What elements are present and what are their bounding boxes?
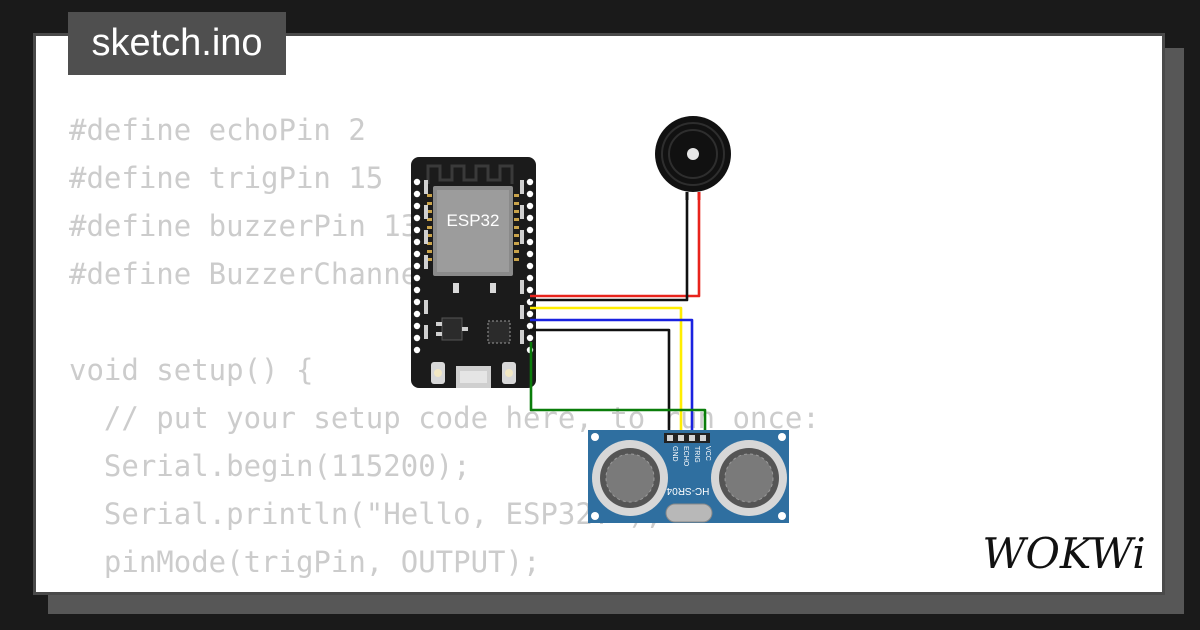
code-line: pinMode(trigPin, OUTPUT);	[69, 545, 541, 579]
file-tab-sketch[interactable]: sketch.ino	[68, 12, 286, 75]
code-line: #define trigPin 15	[69, 161, 384, 195]
pin-label-trig: TRIG	[693, 446, 700, 463]
code-line: // put your setup code here, to run once…	[69, 401, 820, 435]
pin-label-gnd: GND	[671, 446, 678, 462]
ultrasonic-sensor[interactable]: GND ECHO TRIG VCC HC-SR04	[588, 430, 789, 523]
code-line: #define buzzerPin 13	[69, 209, 419, 243]
code-line: void setup() {	[69, 353, 314, 387]
wokwi-logo-text: WOKWi	[982, 529, 1145, 576]
wire-black-gnd	[530, 328, 671, 436]
wire-yellow	[530, 306, 683, 436]
wire-green	[529, 342, 707, 436]
pin-label-echo: ECHO	[682, 446, 689, 467]
preview-card: #define echoPin 2 #define trigPin 15 #defi…	[33, 33, 1165, 595]
wire-black-buzzer	[530, 196, 689, 302]
wire-red	[530, 196, 701, 298]
esp32-label: ESP32	[447, 211, 500, 230]
wokwi-logo[interactable]: WOKWi	[978, 528, 1150, 576]
sensor-label: HC-SR04	[666, 485, 709, 496]
wires	[529, 196, 707, 436]
code-line: #define echoPin 2	[69, 113, 366, 147]
buzzer[interactable]	[655, 116, 731, 200]
esp32-board[interactable]: ESP32	[411, 157, 536, 388]
pin-label-vcc: VCC	[704, 446, 711, 461]
wire-blue	[530, 318, 694, 436]
code-line: Serial.begin(115200);	[69, 449, 471, 483]
code-line: #define BuzzerChannel 0	[69, 257, 471, 291]
